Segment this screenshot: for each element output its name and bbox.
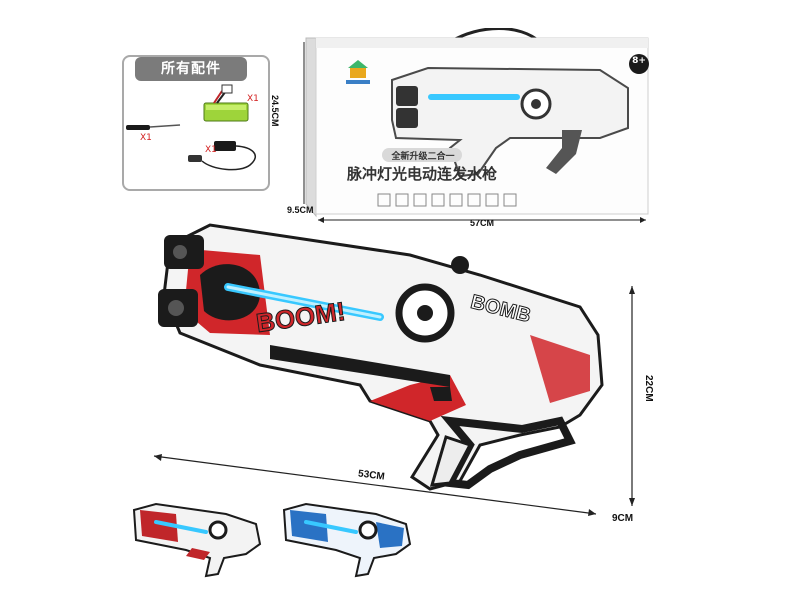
gun-height-label: 22CM <box>643 375 654 402</box>
age-badge-label: 8+ <box>632 56 646 66</box>
charger-quantity: X1 <box>205 145 217 155</box>
battery-quantity: X1 <box>247 94 259 104</box>
main-gun-image <box>158 223 604 491</box>
brand-logo-icon <box>346 60 370 84</box>
gun-depth-label: 9CM <box>612 513 634 524</box>
variant-red-image <box>132 502 262 578</box>
screwdriver-icon <box>126 124 181 130</box>
battery-icon <box>203 84 249 122</box>
color-variants <box>132 502 412 578</box>
product-box <box>303 28 649 223</box>
accessories-title: 所有配件 <box>135 57 247 81</box>
box-height-label: 24.5CM <box>270 95 280 127</box>
screwdriver-quantity: X1 <box>140 133 152 143</box>
variant-blue-image <box>282 502 412 578</box>
charger-icon <box>188 141 256 171</box>
feature-icons <box>377 193 517 207</box>
box-product-name: 脉冲灯光电动连发水枪 <box>347 165 498 183</box>
accessories-illustration <box>126 84 256 171</box>
box-depth-label: 9.5CM <box>287 205 314 215</box>
gun-dimension-lines <box>153 286 635 516</box>
box-headline: 全新升级二合一 <box>391 152 455 162</box>
age-badge <box>629 54 649 74</box>
box-width-label: 57CM <box>470 218 495 228</box>
